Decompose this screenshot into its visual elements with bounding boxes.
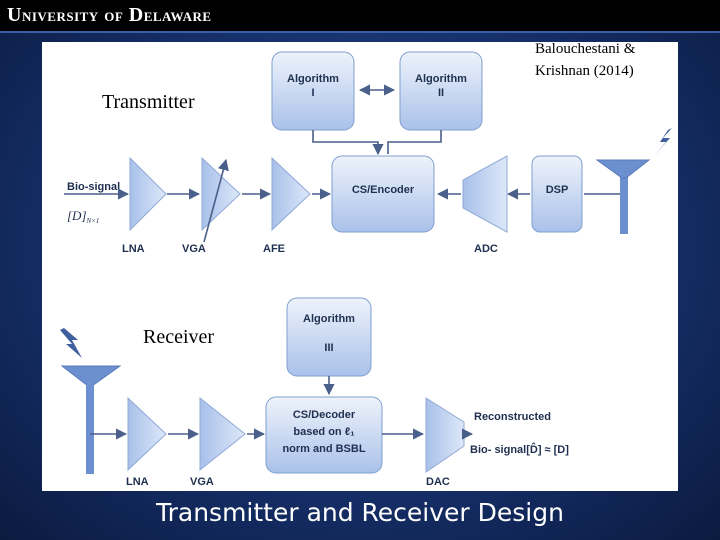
decoder-line3: norm and BSBL <box>282 443 365 455</box>
diagram-panel: Balouchestani & Krishnan (2014) Transmit… <box>42 42 678 491</box>
transmitter-title: Transmitter <box>102 91 195 113</box>
dsp-block: DSP <box>531 155 583 233</box>
vga-variable-gain-arrow <box>203 158 229 243</box>
algo1-to-encoder-arrow <box>312 130 384 156</box>
tx-stage-adc: ADC <box>474 243 498 255</box>
decoder-line2: based on ℓ₁ <box>293 426 355 438</box>
citation-line1: Balouchestani & <box>535 42 636 57</box>
bio-signal-input-math: [D]N×1 <box>67 208 99 225</box>
tx-antenna-icon <box>595 159 651 234</box>
tx-stage-afe: AFE <box>263 243 285 255</box>
decoder-block: CS/Decoder based on ℓ₁ norm and BSBL <box>265 396 383 474</box>
algorithm-1-line2: I <box>311 87 314 99</box>
receiver-title: Receiver <box>143 326 214 348</box>
rx-vga-triangle-icon <box>199 396 246 472</box>
reconstructed-label: Reconstructed <box>474 411 551 423</box>
reconstructed-signal-label: Bio- signal[D̂] ≈ [D] <box>470 443 569 456</box>
rx-stage-lna: LNA <box>126 476 149 488</box>
rx-dac-shape-icon <box>425 397 465 473</box>
tx-lightning-icon <box>654 128 672 156</box>
bio-signal-input-label: Bio-signal <box>67 181 120 193</box>
tx-stage-vga: VGA <box>182 243 206 255</box>
citation-line2: Krishnan (2014) <box>535 63 634 79</box>
rx-lna-triangle-icon <box>127 396 167 472</box>
tx-afe-triangle-icon <box>271 156 311 232</box>
rx-lightning-icon <box>60 328 82 358</box>
block-diagram: Balouchestani & Krishnan (2014) Transmit… <box>60 42 672 488</box>
rx-stage-dac: DAC <box>426 476 450 488</box>
slide-title: Transmitter and Receiver Design <box>156 498 564 527</box>
tx-lna-triangle-icon <box>129 156 167 232</box>
algorithm-3-line2: III <box>324 342 333 354</box>
header-bar: UNIVERSITY OF DELAWARE <box>0 0 720 33</box>
algorithm-1-line1: Algorithm <box>287 73 339 85</box>
tx-vga-triangle-icon <box>201 156 241 232</box>
algorithm-3-line1: Algorithm <box>303 313 355 325</box>
tx-adc-shape-icon <box>462 155 508 233</box>
tx-stage-lna: LNA <box>122 243 145 255</box>
algorithm-2-line1: Algorithm <box>415 73 467 85</box>
encoder-label: CS/Encoder <box>352 184 415 196</box>
dsp-label: DSP <box>546 184 569 196</box>
algorithm-2-block: Algorithm II <box>399 51 483 131</box>
algorithm-1-block: Algorithm I <box>271 51 355 131</box>
university-logo: UNIVERSITY OF DELAWARE <box>7 4 212 26</box>
encoder-block: CS/Encoder <box>331 155 435 233</box>
algorithm-2-line2: II <box>438 87 444 99</box>
decoder-line1: CS/Decoder <box>293 409 356 421</box>
algo2-to-encoder-line <box>387 130 442 154</box>
rx-antenna-icon <box>60 365 128 474</box>
rx-stage-vga: VGA <box>190 476 214 488</box>
algorithm-3-block: Algorithm III <box>286 297 372 377</box>
